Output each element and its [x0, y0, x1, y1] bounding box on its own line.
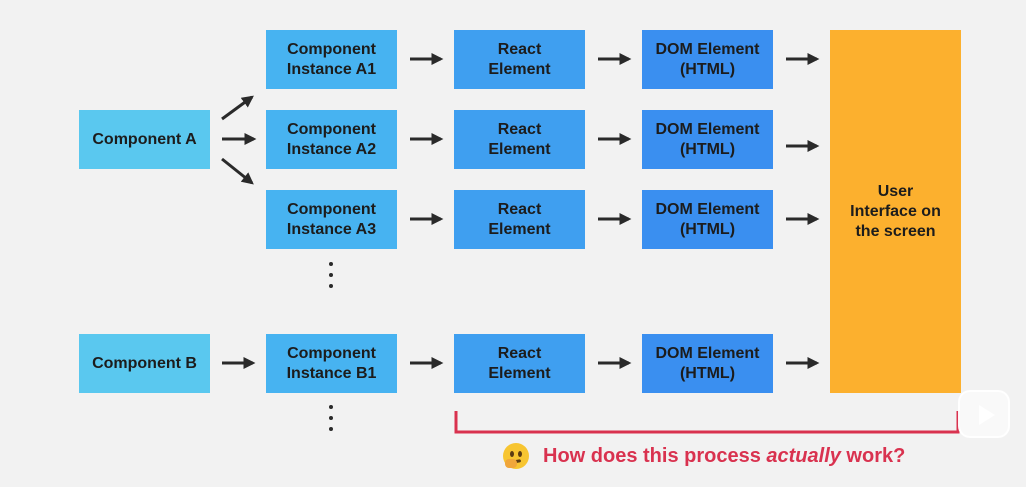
- dom-element-box-2: DOM Element (HTML): [642, 110, 773, 169]
- process-question: How does this process actually work?: [503, 440, 905, 472]
- component-b-box: Component B: [79, 334, 210, 393]
- react-element-box-1: React Element: [454, 30, 585, 89]
- more-instances-ellipsis: [329, 262, 335, 295]
- dom-element-box-3: DOM Element (HTML): [642, 190, 773, 249]
- dom-element-box-4: DOM Element (HTML): [642, 334, 773, 393]
- arrow-a-to-a3: [221, 157, 254, 185]
- more-components-ellipsis: [329, 405, 335, 438]
- react-element-box-2: React Element: [454, 110, 585, 169]
- instance-a2-box: Component Instance A2: [266, 110, 397, 169]
- instance-b1-box: Component Instance B1: [266, 334, 397, 393]
- dom-element-box-1: DOM Element (HTML): [642, 30, 773, 89]
- question-suffix: work?: [840, 444, 906, 467]
- play-icon[interactable]: [958, 390, 1010, 438]
- arrow-a-to-a1: [221, 95, 254, 121]
- instance-a1-box: Component Instance A1: [266, 30, 397, 89]
- thinking-face-icon: [503, 443, 529, 469]
- question-prefix: How does this process: [543, 444, 767, 467]
- process-bracket: [454, 411, 960, 434]
- question-emphasis: actually: [766, 444, 841, 467]
- user-interface-box: User Interface on the screen: [830, 30, 961, 393]
- instance-a3-box: Component Instance A3: [266, 190, 397, 249]
- react-element-box-3: React Element: [454, 190, 585, 249]
- component-a-box: Component A: [79, 110, 210, 169]
- react-element-box-4: React Element: [454, 334, 585, 393]
